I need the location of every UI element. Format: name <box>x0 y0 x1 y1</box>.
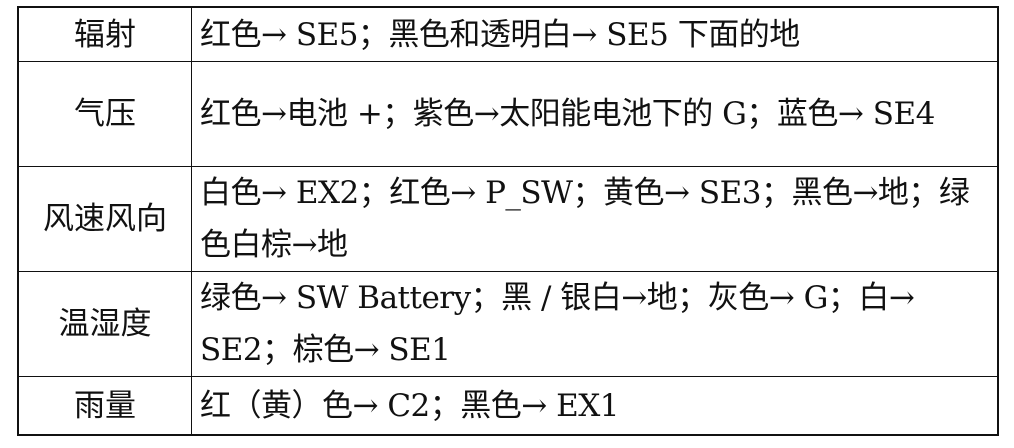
sensor-name-cell: 辐射 <box>17 6 192 62</box>
wiring-description-cell: 白色→ EX2；红色→ P_SW；黄色→ SE3；黑色→地；绿色白棕→地 <box>191 166 999 272</box>
sensor-wiring-table: 辐射 红色→ SE5；黑色和透明白→ SE5 下面的地 气压 红色→电池 +；紫… <box>17 6 999 436</box>
table-row: 气压 红色→电池 +；紫色→太阳能电池下的 G；蓝色→ SE4 <box>17 61 999 167</box>
table-row: 辐射 红色→ SE5；黑色和透明白→ SE5 下面的地 <box>17 6 999 62</box>
wiring-description-cell: 红色→电池 +；紫色→太阳能电池下的 G；蓝色→ SE4 <box>191 61 999 167</box>
wiring-description-cell: 红（黄）色→ C2；黑色→ EX1 <box>191 376 999 436</box>
table-row: 雨量 红（黄）色→ C2；黑色→ EX1 <box>17 376 999 436</box>
table-row: 风速风向 白色→ EX2；红色→ P_SW；黄色→ SE3；黑色→地；绿色白棕→… <box>17 166 999 272</box>
sensor-name-cell: 雨量 <box>17 376 192 436</box>
sensor-name-cell: 气压 <box>17 61 192 167</box>
table-row: 温湿度 绿色→ SW Battery；黑 / 银白→地；灰色→ G；白→ SE2… <box>17 271 999 377</box>
sensor-name-cell: 风速风向 <box>17 166 192 272</box>
sensor-name-cell: 温湿度 <box>17 271 192 377</box>
wiring-description-cell: 绿色→ SW Battery；黑 / 银白→地；灰色→ G；白→ SE2；棕色→… <box>191 271 999 377</box>
wiring-description-cell: 红色→ SE5；黑色和透明白→ SE5 下面的地 <box>191 6 999 62</box>
